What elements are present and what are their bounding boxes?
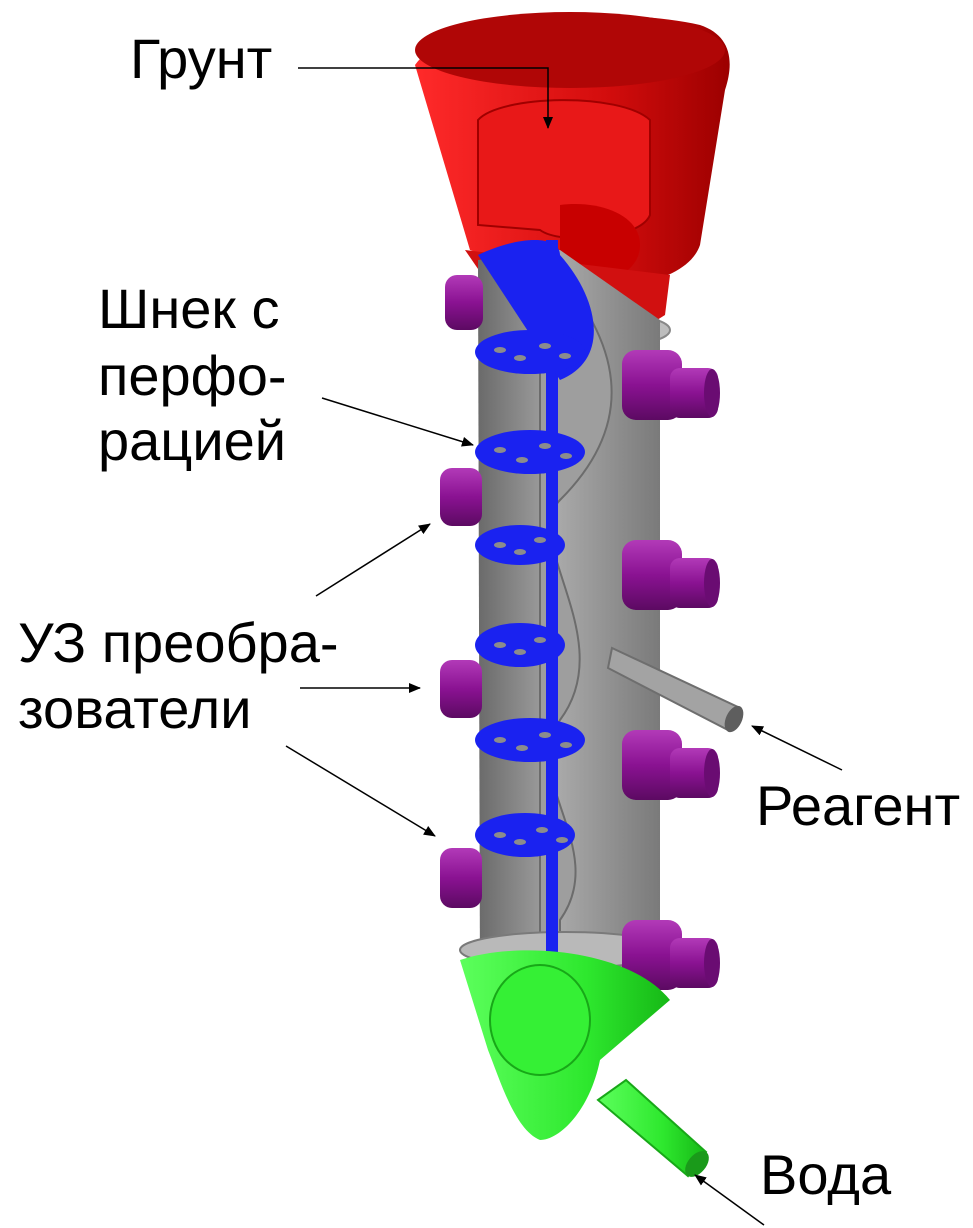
auger-flight — [475, 430, 585, 474]
reagent-arrow — [752, 726, 842, 770]
transducers-label-line2: зователи — [18, 678, 252, 740]
auger-flight — [475, 525, 565, 565]
reagent-label: Реагент — [756, 775, 960, 837]
auger-flight — [475, 623, 565, 667]
water-arrow — [695, 1175, 764, 1225]
transducer-arrow-upper — [316, 524, 430, 596]
transducer — [622, 350, 720, 420]
transducer — [440, 468, 482, 526]
transducers-label-line1: УЗ преобра- — [18, 612, 339, 674]
transducer-arrow-lower — [286, 746, 435, 836]
auger-label-line2: перфо- — [98, 345, 286, 407]
auger-arrow — [322, 398, 473, 445]
transducer — [622, 540, 720, 610]
transducer — [440, 660, 482, 718]
auger-label-line3: рацией — [98, 410, 286, 472]
auger-flight — [475, 813, 575, 857]
transducer — [440, 848, 482, 908]
auger-flight — [475, 718, 585, 762]
transducer — [622, 730, 720, 800]
transducer — [445, 275, 483, 330]
auger-label-line1: Шнек с — [98, 278, 279, 340]
soil-label: Грунт — [130, 28, 272, 90]
water-label: Вода — [760, 1144, 891, 1206]
auger-flight — [475, 330, 585, 374]
